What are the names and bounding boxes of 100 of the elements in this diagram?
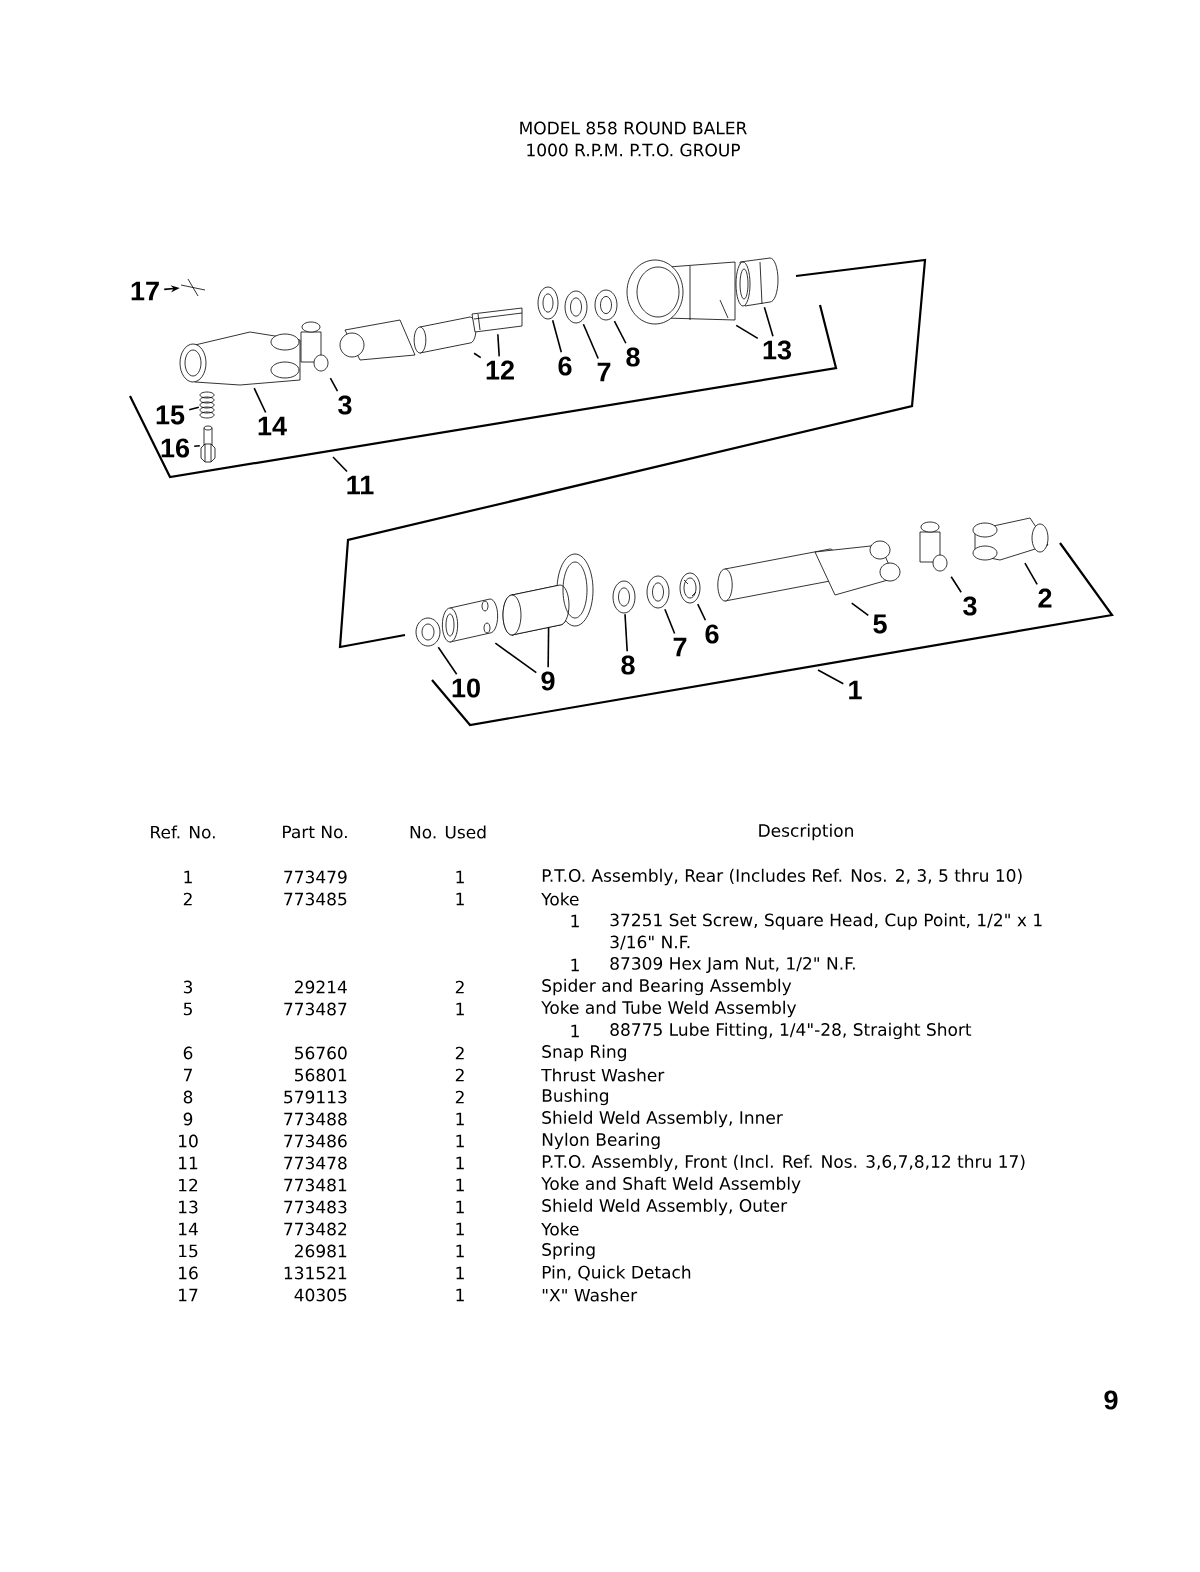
- quantity: 1: [456, 1002, 464, 1016]
- column-header: No. Used: [410, 825, 486, 839]
- part-number: 773482: [284, 1222, 347, 1236]
- shaft-drawing: [413, 316, 477, 354]
- leader-line: [494, 642, 538, 674]
- bushing-drawing: [612, 580, 636, 614]
- description: Spring: [542, 1242, 595, 1260]
- yoke-drawing: [972, 517, 1049, 561]
- quantity: 1: [571, 958, 579, 972]
- description: Bushing: [542, 1088, 609, 1106]
- leader-line: [1024, 562, 1038, 586]
- washer-drawing: [646, 575, 670, 609]
- leader-line: [188, 406, 200, 411]
- leader-line: [613, 320, 627, 345]
- description: Spider and Bearing Assembly: [542, 978, 792, 996]
- callout-number: 2: [1038, 588, 1052, 608]
- part-number: 773478: [284, 1156, 347, 1170]
- leader-line: [193, 444, 201, 448]
- part-number: 773485: [284, 892, 347, 906]
- leader-line: [329, 377, 339, 393]
- quantity: 1: [456, 1266, 464, 1280]
- leader-line: [696, 603, 707, 622]
- ref-number: 9: [183, 1112, 193, 1126]
- leader-line: [332, 456, 348, 473]
- callout-number: 12: [486, 360, 514, 380]
- part-number: 773479: [284, 870, 347, 884]
- ref-number: 11: [179, 1156, 198, 1170]
- description: Nylon Bearing: [542, 1132, 660, 1150]
- leader-line: [664, 608, 676, 635]
- callout-number: 3: [338, 395, 352, 415]
- bushing-drawing: [594, 289, 618, 321]
- description: Shield Weld Assembly, Outer: [542, 1198, 788, 1216]
- subtitle: 1000 R.P.M. P.T.O. GROUP: [527, 143, 740, 157]
- quantity: 1: [456, 1244, 464, 1258]
- part-number: 773487: [284, 1002, 347, 1016]
- tube-drawing: [441, 598, 499, 643]
- description: Shield Weld Assembly, Inner: [542, 1110, 783, 1128]
- callout-number: 6: [558, 356, 572, 376]
- ring-drawing: [415, 617, 441, 647]
- callout-number: 11: [347, 475, 374, 495]
- column-header: Part No.: [283, 825, 347, 839]
- quantity: 1: [456, 1134, 464, 1148]
- ref-number: 1: [184, 870, 192, 884]
- washer-drawing: [564, 290, 588, 324]
- leader-line: [253, 387, 267, 414]
- callout-number: 7: [597, 362, 611, 382]
- callout-number: 17: [131, 281, 159, 301]
- part-number: 26981: [294, 1244, 347, 1258]
- quantity: 1: [456, 870, 464, 884]
- shaft-drawing: [471, 307, 523, 333]
- part-number: 56760: [295, 1046, 347, 1060]
- quantity: 2: [455, 980, 464, 994]
- leader-line: [582, 323, 599, 360]
- description: 87309 Hex Jam Nut, 1/2" N.F.: [610, 957, 855, 973]
- description: Yoke and Shaft Weld Assembly: [541, 1176, 801, 1194]
- callout-number: 15: [156, 405, 185, 425]
- ref-number: 10: [179, 1134, 198, 1148]
- callout-number: 8: [626, 347, 640, 367]
- spring-drawing: [199, 391, 215, 419]
- quantity: 1: [456, 892, 464, 906]
- callout-number: 6: [705, 624, 719, 644]
- leader-line: [437, 646, 458, 676]
- title: MODEL 858 ROUND BALER: [520, 121, 747, 135]
- leader-line: [497, 333, 500, 358]
- callout-number: 5: [873, 614, 887, 634]
- callout-number: 1: [849, 680, 862, 700]
- quantity: 1: [456, 1222, 464, 1236]
- description: Thrust Washer: [541, 1068, 665, 1082]
- leader-line: [950, 575, 962, 594]
- description: "X" Washer: [542, 1288, 638, 1302]
- part-number: 56801: [295, 1068, 347, 1082]
- part-number: 773481: [284, 1178, 347, 1192]
- page-number: 9: [1104, 1390, 1118, 1410]
- leader-line: [551, 319, 563, 354]
- part-number: 579113: [284, 1090, 347, 1104]
- description: P.T.O. Assembly, Rear (Includes Ref. Nos. 2, 3, 5 thru 10): [542, 868, 1022, 886]
- yoke-drawing: [339, 319, 416, 361]
- part-number: 29214: [294, 980, 347, 994]
- quantity: 2: [455, 1090, 464, 1104]
- washer-drawing: [180, 278, 206, 297]
- callout-number: 9: [541, 671, 555, 691]
- quantity: 1: [456, 1156, 464, 1170]
- ref-number: 8: [183, 1090, 193, 1104]
- quantity: 1: [456, 1112, 464, 1126]
- part-number: 773486: [284, 1134, 347, 1148]
- callout-number: 16: [161, 438, 190, 458]
- pin-drawing: [200, 425, 216, 463]
- quantity: 2: [455, 1046, 464, 1060]
- ref-number: 5: [183, 1002, 192, 1016]
- leader-line: [850, 602, 870, 617]
- leader-line: [817, 669, 845, 685]
- leader-line: [763, 306, 774, 338]
- shield-drawing: [502, 553, 594, 636]
- callout-number: 3: [963, 596, 977, 616]
- description: Snap Ring: [542, 1044, 626, 1062]
- part-number: 131521: [284, 1266, 347, 1280]
- callout-number: 10: [452, 678, 480, 698]
- column-header: Ref. No.: [151, 825, 215, 839]
- leader-line: [473, 352, 482, 359]
- leader-line: [624, 613, 628, 653]
